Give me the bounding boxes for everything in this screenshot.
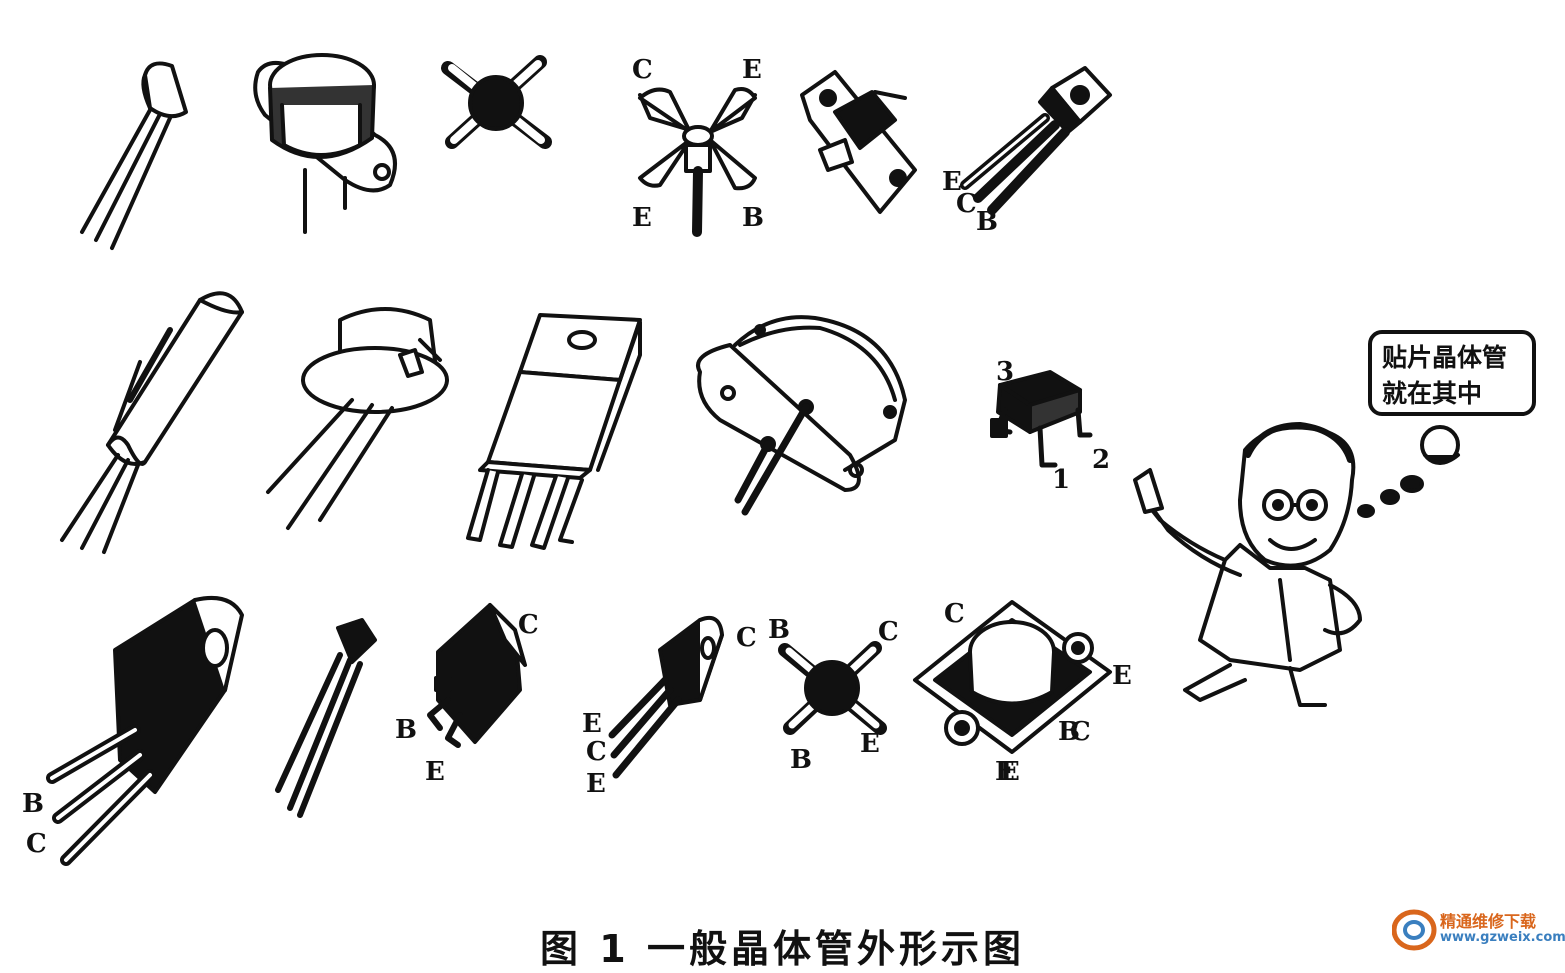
pin-label: E (586, 769, 606, 799)
pin-label: B (768, 615, 790, 645)
pin-label: E (1112, 661, 1132, 691)
pin-label: E (425, 757, 445, 787)
watermark-site-name: 精通维修下载 (1440, 912, 1537, 931)
to3-power-transistor-icon (696, 315, 907, 516)
rf-x-package-small-icon (778, 641, 887, 735)
to92-transistor-icon (80, 61, 188, 250)
watermark-url: www.gzweix.com (1440, 930, 1565, 945)
speech-bubble-line2: 就在其中 (1382, 379, 1483, 408)
to126-transistor-icon (960, 66, 1112, 215)
metal-can-transistor-icon (266, 307, 449, 530)
sot23-smd-transistor-icon (990, 370, 1093, 468)
pin-label: C (944, 599, 965, 629)
pin-label: E (1000, 757, 1020, 787)
pin-label: 3 (996, 357, 1014, 387)
to3p-power-transistor-icon (46, 595, 244, 866)
pin-label: B (976, 207, 998, 237)
pin-label: E (582, 709, 602, 739)
pin-label: E (942, 167, 962, 197)
pin-label: C (586, 737, 607, 767)
pin-label: E (860, 729, 880, 759)
to126-small-transistor-icon (608, 615, 724, 779)
pin-label: C (878, 617, 899, 647)
pin-label: B (790, 745, 812, 775)
cartoon-man-icon (1133, 422, 1460, 707)
to3-can-transistor-icon (253, 53, 397, 234)
pin-label: E (632, 203, 652, 233)
small-to92-transistor-icon (275, 618, 377, 818)
pin-label: C (956, 189, 977, 219)
speech-bubble-line1: 贴片晶体管 (1382, 343, 1508, 372)
figure-caption: 图 1 一般晶体管外形示图 (540, 927, 1025, 971)
pin-label: C (1070, 717, 1091, 747)
to220-transistor-icon (466, 313, 642, 550)
pin-label: B (22, 789, 44, 819)
pin-label: B (395, 715, 417, 745)
flange-rf-transistor-icon (800, 70, 917, 214)
glass-tube-transistor-icon (60, 291, 244, 554)
flange-can-transistor-icon (913, 600, 1112, 754)
stud-mount-transistor-icon (638, 87, 757, 237)
pin-label: B (1058, 717, 1080, 747)
pin-label: B (742, 203, 764, 233)
pin-label: 1 (1052, 465, 1070, 495)
pin-label: E (995, 757, 1015, 787)
watermark-logo-icon (1392, 909, 1437, 951)
pin-label: C (736, 623, 757, 653)
speech-bubble: 贴片晶体管 就在其中 (1368, 330, 1536, 416)
pin-label: 2 (1092, 445, 1110, 475)
pin-label: E (742, 55, 762, 85)
dpak-transistor-icon (427, 603, 527, 748)
rf-x-package-icon (441, 55, 552, 149)
pin-label: C (518, 610, 539, 640)
pin-label: C (26, 829, 47, 859)
pin-label: C (632, 55, 653, 85)
